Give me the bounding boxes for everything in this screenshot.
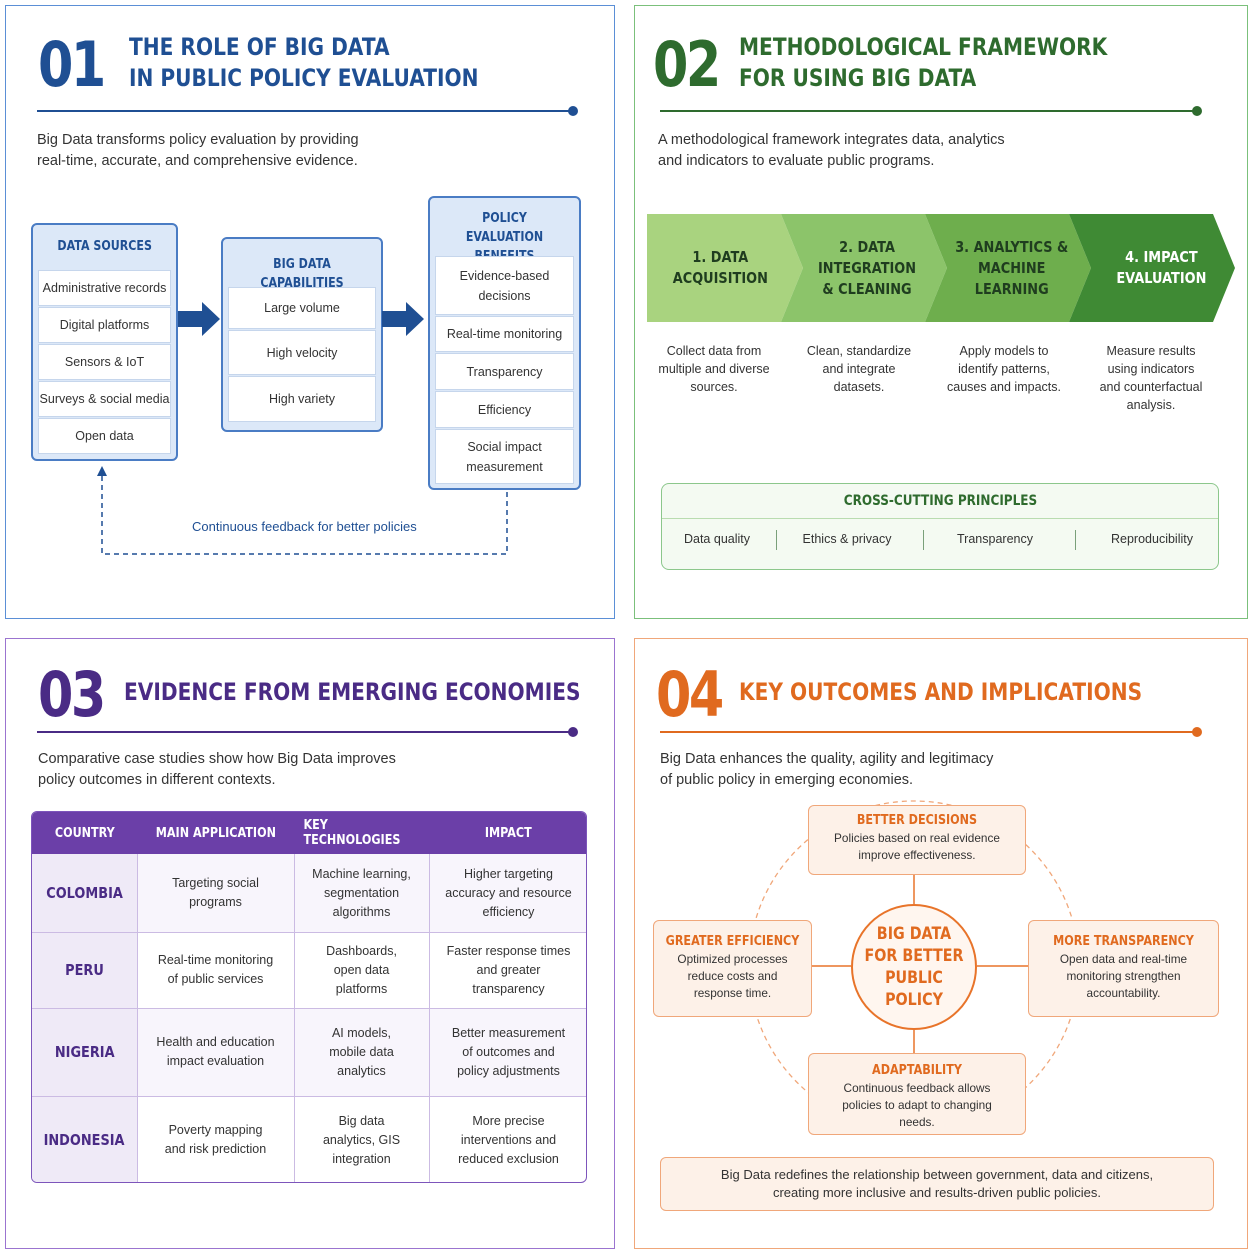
arrow-right-icon	[178, 302, 220, 336]
data-sources-title: DATA SOURCES	[57, 238, 152, 254]
section-intro: A methodological framework integrates da…	[658, 132, 1005, 169]
panel-evidence-emerging-economies: 03 EVIDENCE FROM EMERGING ECONOMIES Comp…	[5, 638, 615, 1249]
table-row-country: PERU	[32, 932, 137, 1008]
cross-cutting-principles-box: CROSS-CUTTING PRINCIPLES Data quality Et…	[661, 483, 1219, 570]
arrow-right-icon	[382, 302, 424, 336]
big-data-capabilities-box: BIG DATA CAPABILITIES Large volume High …	[221, 237, 383, 432]
data-sources-box: DATA SOURCES Administrative records Digi…	[31, 223, 178, 461]
section-intro: Big Data transforms policy evaluation by…	[37, 132, 359, 169]
section-number: 03	[38, 658, 106, 731]
policy-evaluation-benefits-box: POLICY EVALUATION BENEFITS Evidence-base…	[428, 196, 581, 490]
benefit-item: Real-time monitoring	[435, 316, 574, 352]
source-item: Surveys & social media	[38, 381, 171, 417]
section-intro: Big Data enhances the quality, agility a…	[660, 751, 994, 788]
outcome-adaptability: ADAPTABILITY Continuous feedback allows …	[808, 1053, 1026, 1135]
outcome-more-transparency: MORE TRANSPARENCY Open data and real-tim…	[1028, 920, 1219, 1017]
section-title: KEY OUTCOMES AND IMPLICATIONS	[739, 678, 1143, 706]
table-row-country: COLOMBIA	[32, 854, 137, 932]
table-header: COUNTRY	[32, 812, 137, 854]
section-number: 02	[653, 28, 721, 101]
panel-role-of-big-data: 01 THE ROLE OF BIG DATA IN PUBLIC POLICY…	[5, 5, 615, 619]
principles-title: CROSS-CUTTING PRINCIPLES	[843, 493, 1037, 509]
section-number: 04	[656, 658, 724, 731]
section-intro: Comparative case studies show how Big Da…	[38, 751, 396, 788]
panel-key-outcomes: 04 KEY OUTCOMES AND IMPLICATIONS Big Dat…	[634, 638, 1248, 1249]
table-header: IMPACT	[429, 812, 586, 854]
feedback-loop-arrow-icon	[97, 466, 508, 555]
case-studies-table: COUNTRY MAIN APPLICATION KEY TECHNOLOGIE…	[31, 811, 587, 1183]
panel-methodological-framework: 02 METHODOLOGICAL FRAMEWORK FOR USING BI…	[634, 5, 1248, 619]
title-rule	[660, 106, 1202, 116]
title-rule	[37, 727, 578, 737]
outcome-better-decisions: BETTER DECISIONS Policies based on real …	[808, 805, 1026, 875]
benefit-item: Efficiency	[435, 391, 574, 428]
principle-item: Reproducibility	[1111, 532, 1193, 546]
outcome-greater-efficiency: GREATER EFFICIENCY Optimized processes r…	[653, 920, 812, 1017]
title-rule	[37, 106, 578, 116]
table-row-country: NIGERIA	[32, 1008, 137, 1096]
capability-item: Large volume	[228, 287, 376, 329]
section-title: THE ROLE OF BIG DATA IN PUBLIC POLICY EV…	[129, 33, 479, 92]
table-header: MAIN APPLICATION	[137, 812, 294, 854]
source-item: Sensors & IoT	[38, 344, 171, 380]
table-row-country: INDONESIA	[32, 1096, 137, 1182]
section-title: METHODOLOGICAL FRAMEWORK FOR USING BIG D…	[739, 33, 1108, 92]
source-item: Digital platforms	[38, 307, 171, 343]
principle-item: Ethics & privacy	[802, 532, 892, 546]
conclusion-box: Big Data redefines the relationship betw…	[660, 1157, 1214, 1211]
benefit-item: Social impact measurement	[435, 429, 574, 484]
source-item: Administrative records	[38, 270, 171, 306]
table-header: KEY TECHNOLOGIES	[294, 812, 429, 854]
title-rule	[660, 727, 1202, 737]
capability-item: High velocity	[228, 330, 376, 375]
section-title: EVIDENCE FROM EMERGING ECONOMIES	[124, 678, 581, 706]
benefit-item: Transparency	[435, 353, 574, 390]
benefits-title: POLICY EVALUATION BENEFITS	[465, 210, 544, 264]
center-circle: BIG DATA FOR BETTER PUBLIC POLICY	[851, 904, 977, 1030]
source-item: Open data	[38, 418, 171, 454]
principle-item: Transparency	[957, 532, 1033, 546]
principle-item: Data quality	[683, 532, 750, 546]
section-number: 01	[38, 28, 106, 101]
feedback-label: Continuous feedback for better policies	[192, 519, 417, 534]
benefit-item: Evidence-based decisions	[435, 256, 574, 315]
capability-item: High variety	[228, 376, 376, 422]
